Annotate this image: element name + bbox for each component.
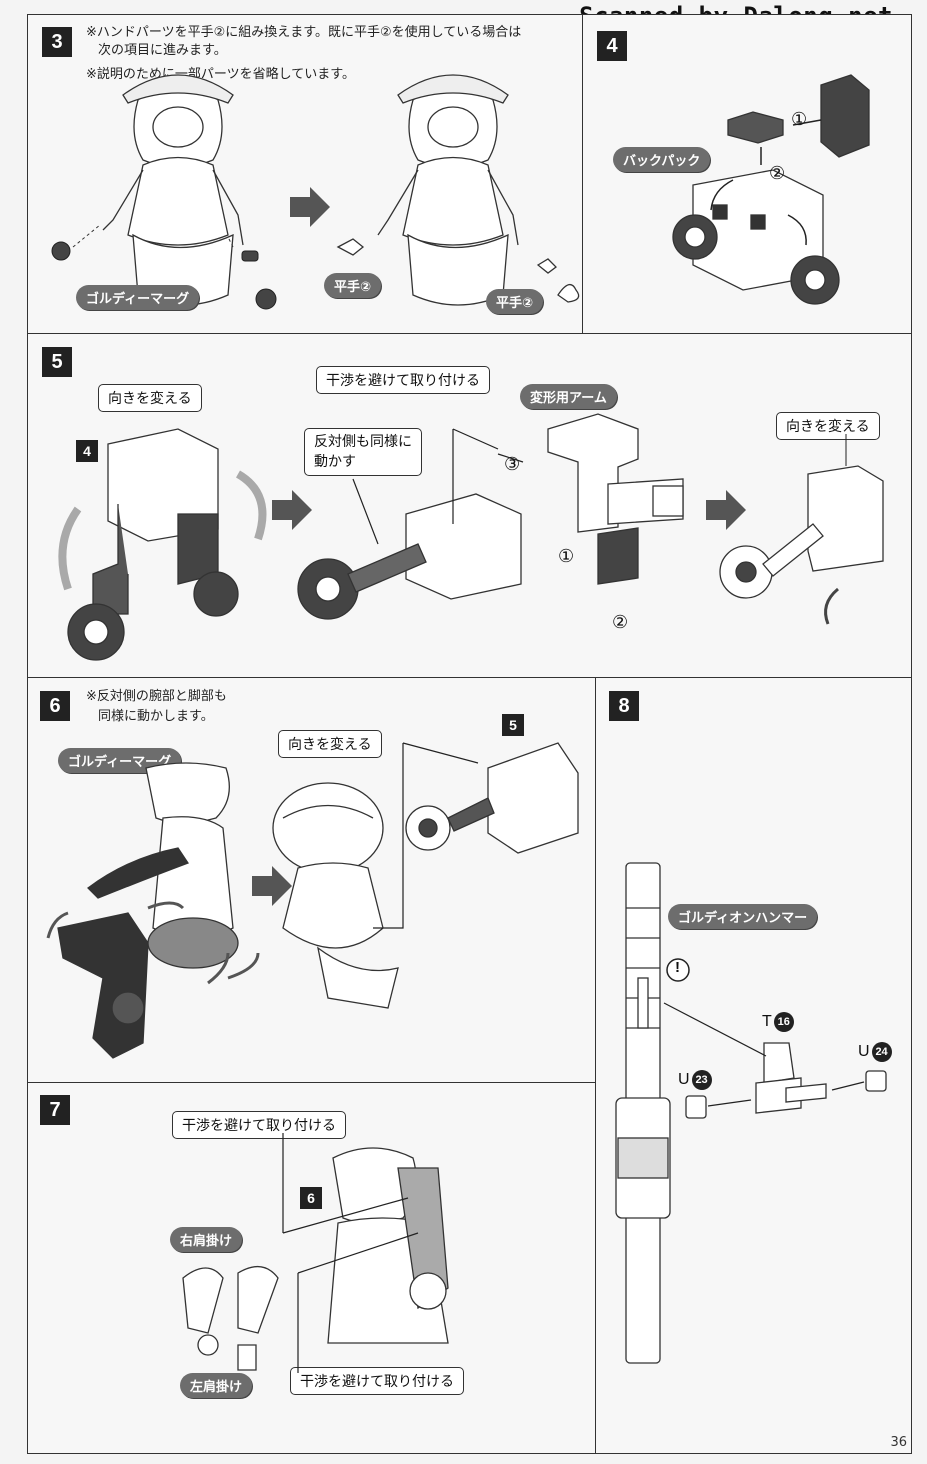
step-3-panel: 3 ※ハンドパーツを平手②に組み換えます。既に平手②を使用している場合は 次の項… — [27, 14, 583, 334]
step-8-warning-mark: ! — [675, 959, 680, 976]
step-6-figure-a — [46, 762, 260, 1059]
step-6-number: 6 — [40, 691, 70, 721]
step-6-figure-b — [272, 742, 579, 1009]
step-4-figure-backpack — [672, 74, 870, 305]
step-4-number: 4 — [597, 31, 627, 61]
step-5-flow-arrow-1 — [272, 490, 312, 530]
step-5-flow-arrow-2 — [706, 490, 746, 530]
step-6-callout-turn: 向きを変える — [278, 730, 382, 758]
step-7-callout-avoid-top: 干渉を避けて取り付ける — [172, 1111, 346, 1139]
step-8-part-u23-number: 23 — [691, 1070, 712, 1090]
step-4-step-1: ① — [791, 109, 808, 129]
step-3-tag-flat-hand-right: 平手② — [486, 289, 544, 314]
step-7-tag-right-shoulder: 右肩掛け — [170, 1227, 243, 1252]
step-8-number: 8 — [609, 691, 639, 721]
step-5-step-1: ① — [558, 546, 575, 566]
step-6-note-2: 同様に動かします。 — [98, 709, 214, 724]
step-8-part-u24-number: 24 — [871, 1042, 892, 1062]
step-5-number: 5 — [42, 347, 72, 377]
step-5-panel: 5 向きを変える 4 干渉を避けて取り付ける 反対側も同様に 動かす — [27, 333, 912, 678]
step-5-figure-c — [719, 434, 884, 625]
step-4-panel: 4 バックパック ① ② — [582, 14, 912, 334]
step-5-figure-b — [297, 413, 684, 620]
step-3-flow-arrow — [290, 187, 330, 227]
step-5-tag-transform-arm: 変形用アーム — [520, 384, 617, 409]
step-3-tag-flat-hand-left: 平手② — [324, 273, 382, 298]
step-6-ref-5: 5 — [502, 714, 524, 736]
step-3-figure-after — [336, 74, 580, 306]
step-7-callout-avoid-bottom: 干渉を避けて取り付ける — [290, 1367, 464, 1395]
step-7-ref-6: 6 — [300, 1187, 322, 1209]
step-3-tag-goldymarg: ゴルディーマーグ — [76, 285, 200, 310]
step-6-tag-goldymarg: ゴルディーマーグ — [58, 748, 182, 773]
step-6-panel: 6 ※反対側の腕部と脚部も 同様に動かします。 ゴルディーマーグ 向きを変える … — [27, 677, 596, 1083]
step-8-part-u23-letter: U — [678, 1071, 690, 1089]
step-8-part-t16-letter: T — [762, 1013, 772, 1031]
step-6-flow-arrow — [252, 866, 292, 906]
step-8-part-u24-letter: U — [858, 1043, 870, 1061]
step-6-note-1: ※反対側の腕部と脚部も — [86, 689, 227, 704]
step-8-part-t16-number: 16 — [773, 1012, 794, 1032]
step-8-figure-hammer — [615, 862, 887, 1364]
step-5-callout-turn-2: 向きを変える — [776, 412, 880, 440]
step-3-figure-before — [51, 74, 277, 310]
step-5-callout-opposite-line-2: 動かす — [314, 454, 356, 470]
step-3-note-3: ※説明のために一部パーツを省略しています。 — [86, 67, 355, 82]
step-7-tag-left-shoulder: 左肩掛け — [180, 1373, 253, 1398]
step-8-tag-goldion-hammer: ゴルディオンハンマー — [668, 904, 818, 929]
step-5-callout-opposite-line-1: 反対側も同様に — [314, 434, 412, 450]
step-7-figure — [182, 1133, 449, 1373]
step-5-callout-opposite: 反対側も同様に 動かす — [304, 428, 422, 476]
step-3-note-1: ※ハンドパーツを平手②に組み換えます。既に平手②を使用している場合は — [86, 25, 522, 40]
step-3-number: 3 — [42, 27, 72, 57]
step-3-note-2: 次の項目に進みます。 — [98, 43, 227, 58]
step-4-step-2: ② — [769, 163, 786, 183]
step-5-step-2: ② — [612, 612, 629, 632]
step-5-callout-turn-1: 向きを変える — [98, 384, 202, 412]
step-7-number: 7 — [40, 1095, 70, 1125]
step-5-ref-4: 4 — [76, 440, 98, 462]
step-5-figure-a — [58, 428, 267, 661]
step-4-tag-backpack: バックパック — [613, 147, 711, 172]
page-number: 36 — [890, 1435, 907, 1450]
step-5-callout-avoid: 干渉を避けて取り付ける — [316, 366, 490, 394]
step-5-step-3: ③ — [504, 454, 521, 474]
step-7-panel: 7 干渉を避けて取り付ける 6 右肩掛け 左肩掛け 干渉を避けて取り付ける — [27, 1082, 596, 1454]
